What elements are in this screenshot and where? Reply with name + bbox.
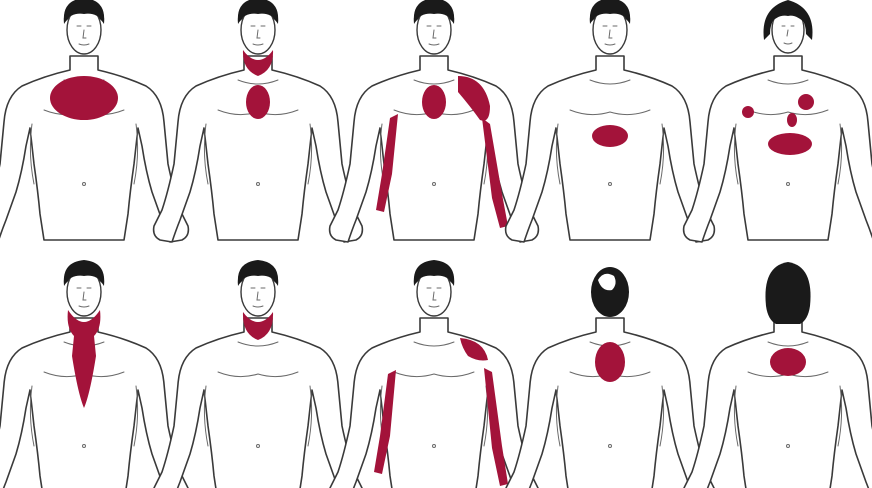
pain-area-chest [422, 85, 446, 119]
pain-area-upper-chest [246, 85, 270, 119]
figure-9 [506, 267, 715, 488]
hair-back [765, 262, 810, 324]
pain-area-upper-back [595, 342, 625, 382]
pain-area-between-shoulder-blades [770, 348, 806, 376]
figure-3 [330, 0, 539, 242]
figure-1 [0, 0, 188, 242]
pain-area-lower-chest [768, 133, 812, 155]
figure-2 [154, 0, 363, 242]
figure-10 [684, 262, 872, 488]
figure-4 [506, 0, 715, 242]
pain-area-right-shoulder [742, 106, 754, 118]
figure-8 [330, 260, 539, 488]
figure-7 [154, 260, 363, 488]
pain-area-upper-abdomen [592, 125, 628, 147]
pain-area-central-chest [50, 76, 118, 120]
figure-5 [684, 0, 872, 242]
figure-6 [0, 260, 188, 488]
pain-area-left-chest [798, 94, 814, 110]
pain-area-chest [787, 113, 797, 127]
